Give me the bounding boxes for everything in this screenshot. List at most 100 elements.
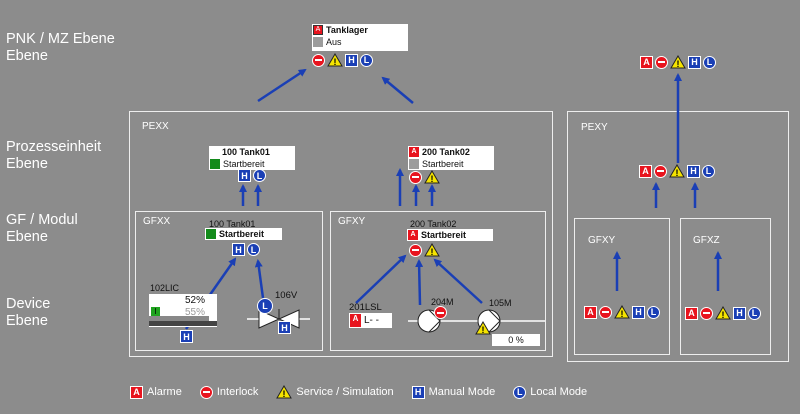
legend-interlock-label: Interlock [216,386,259,398]
manual-mode-icon: H [688,55,701,69]
lic-value2: 55% [184,307,205,318]
gfxx-box [135,211,323,351]
gf-tank01-status: Startbereit [219,229,265,239]
service-icon: ! [614,305,630,319]
interlock-icon [654,164,667,178]
service-icon: ! [670,55,686,69]
gfxz-icons: A ! H L [685,306,761,320]
manual-mode-icon: H [180,330,193,343]
service-icon: ! [475,321,491,335]
svg-text:!: ! [283,389,286,399]
lic-tag: 102LIC [150,283,180,293]
lic-icons: H [180,330,193,343]
interlock-icon [312,53,325,67]
level-prozess-label: Prozesseinheit Ebene [6,139,102,172]
gf-tank01-title: 100 Tank01 [209,219,256,229]
svg-text:!: ! [431,247,434,257]
interlock-icon [655,55,668,69]
gf-tank02-title: 200 Tank02 [410,219,457,229]
status-square [206,229,216,239]
local-mode-icon: L [513,385,527,399]
service-icon: ! [276,385,293,399]
gfxy-label: GFXY [338,216,366,227]
legend-local-label: Local Mode [530,386,588,398]
svg-text:!: ! [431,174,434,184]
alarm-icon: A [313,25,323,35]
manual-mode-icon: H [411,385,425,399]
interlock-icon [599,305,612,319]
pexy-top-icons: A ! H L [640,55,716,69]
local-mode-icon: L [247,243,260,256]
arrow-tank02-to-tanklager [381,76,414,104]
manual-mode-icon: H [632,305,645,319]
pexx-box [129,111,553,357]
manual-mode-icon: H [687,164,700,178]
legend-alarm-label: Alarme [147,386,182,398]
local-mode-icon: L [257,298,273,314]
lsl-tag: 201LSL [349,302,382,313]
valve-local-icon: L [257,298,273,314]
alarm-icon: A [409,147,419,157]
motor105-value[interactable]: 0 % [492,334,540,346]
svg-text:!: ! [482,325,485,335]
tank01-icons: H L [238,169,266,182]
tanklager-status: Aus [326,37,342,47]
tank01-title: 100 Tank01 [222,147,270,157]
lic-bar-track [149,316,209,321]
interlock-icon [409,243,422,257]
gfxy-right-box [574,218,670,355]
arrow-valve-to-gf [254,259,265,299]
alarm-icon: A [350,314,361,327]
legend: A Alarme Interlock ! Service / Simulatio… [130,385,601,399]
interlock-icon [700,306,713,320]
gf-tank02-status: Startbereit [421,230,467,240]
local-mode-icon: L [703,55,716,69]
manual-mode-icon: H [733,306,746,320]
lsl-display: L- - [364,315,379,326]
manual-mode-icon: H [238,169,251,182]
svg-text:!: ! [334,57,337,67]
status-square [313,37,323,47]
svg-text:!: ! [676,168,679,178]
motor105-tag: 105M [489,298,512,308]
alarm-icon: A [584,305,597,319]
tank01-card[interactable]: 100 Tank01 Startbereit [209,146,295,170]
service-icon: ! [715,306,731,320]
service-icon: ! [327,53,343,67]
tank02-status: Startbereit [422,159,464,169]
svg-text:!: ! [722,310,725,320]
gf-tank01-icons: H L [232,243,260,256]
tank02-icons: ! [409,170,440,184]
gfxz-label: GFXZ [693,235,720,246]
gfxz-box [680,218,771,355]
interlock-icon [434,306,447,319]
lic-faceplate[interactable]: 52% I 55% [149,294,217,327]
alarm-icon: A [639,164,652,178]
svg-text:!: ! [621,309,624,319]
alarm-icon: A [685,306,698,320]
gf-tank01-card[interactable]: Startbereit [205,228,282,240]
arrow-lsl-to-gf [355,254,407,304]
gfxx-label: GFXX [143,216,171,227]
manual-mode-icon: H [232,243,245,256]
valve-manual-icon: H [278,321,291,334]
gfxy-right-icons: A ! H L [584,305,660,319]
status-square [210,159,220,169]
arrow-204m-to-gf [415,259,424,306]
gfxy-box [330,211,546,351]
lic-badge: I [151,307,160,317]
tank01-status: Startbereit [223,159,265,169]
pexy-mid-icons: A ! H L [639,164,715,178]
tanklager-title: Tanklager [326,25,368,35]
local-mode-icon: L [702,164,715,178]
tanklager-icons: ! H L [312,53,373,67]
local-mode-icon: L [360,53,373,67]
service-icon: ! [669,164,685,178]
gf-tank02-icons: ! [409,243,440,257]
legend-service-label: Service / Simulation [296,386,394,398]
